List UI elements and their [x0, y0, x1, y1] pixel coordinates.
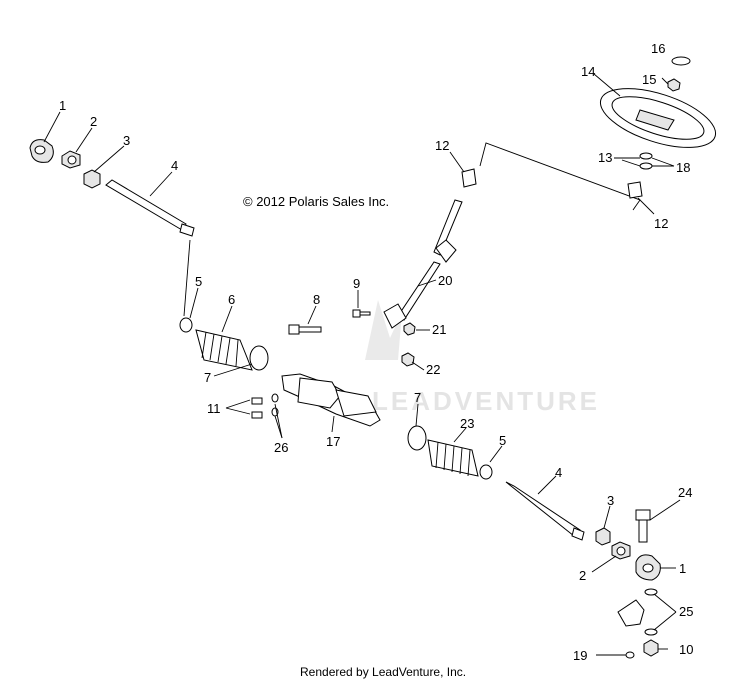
part-cap-16	[671, 56, 691, 66]
watermark-logo: LEADVENTURE	[365, 300, 600, 416]
part-boot-right	[427, 439, 479, 477]
callout-7: 7	[204, 370, 211, 385]
part-nut-left	[83, 169, 101, 189]
callout-4-right: 4	[555, 465, 562, 480]
part-clamp-right	[479, 464, 493, 480]
callout-8: 8	[313, 292, 320, 307]
footer-credit: Rendered by LeadVenture, Inc.	[300, 665, 466, 679]
callout-5: 5	[195, 274, 202, 289]
part-rack-housing	[281, 373, 381, 427]
part-bolt-8	[288, 324, 322, 335]
callout-19: 19	[573, 648, 587, 663]
part-clamp-left	[179, 317, 193, 333]
callout-23: 23	[460, 416, 474, 431]
callout-10: 10	[679, 642, 693, 657]
callout-1: 1	[59, 98, 66, 113]
callout-17: 17	[326, 434, 340, 449]
callout-26: 26	[274, 440, 288, 455]
callout-7-right: 7	[414, 390, 421, 405]
callout-14: 14	[581, 64, 595, 79]
callout-12-top: 12	[435, 138, 449, 153]
part-washer-18	[639, 162, 653, 170]
part-cotter-pin	[596, 651, 635, 659]
part-washer-13	[639, 152, 653, 160]
callout-9: 9	[353, 276, 360, 291]
part-bolt-24	[635, 509, 651, 543]
callout-22: 22	[426, 362, 440, 377]
callouts: 1 2 3 4 5 6 7 8 9 11 26 17 22 21 20 12 1…	[59, 41, 693, 663]
copyright-note: © 2012 Polaris Sales Inc.	[243, 194, 389, 209]
callout-13: 13	[598, 150, 612, 165]
callout-16: 16	[651, 41, 665, 56]
leader-lines	[43, 73, 681, 650]
part-nut-22	[401, 352, 415, 367]
part-jam-nut-right	[611, 541, 631, 560]
callout-6: 6	[228, 292, 235, 307]
callout-5-right: 5	[499, 433, 506, 448]
part-bracket	[617, 599, 645, 627]
callout-3: 3	[123, 133, 130, 148]
part-bushing-12-top	[461, 168, 477, 188]
callout-1-right: 1	[679, 561, 686, 576]
part-inner-tie-rod-right	[505, 481, 585, 541]
part-washer-26a	[271, 393, 279, 403]
part-inner-tie-rod-left	[105, 179, 195, 237]
part-tie-rod-end-right	[635, 554, 661, 581]
part-washer-25b	[644, 628, 658, 636]
part-boot-left	[195, 329, 253, 371]
callout-2: 2	[90, 114, 97, 129]
part-clamp-7-left	[249, 345, 269, 371]
part-nut-15	[667, 78, 681, 92]
callout-12-right: 12	[654, 216, 668, 231]
callout-2-right: 2	[579, 568, 586, 583]
callout-18: 18	[676, 160, 690, 175]
part-steering-wheel	[599, 88, 717, 148]
part-nut-10	[643, 639, 659, 657]
part-steering-shaft	[383, 199, 463, 329]
part-nut-right	[595, 527, 611, 546]
callout-15: 15	[642, 72, 656, 87]
callout-25: 25	[679, 604, 693, 619]
part-bushing-12-right	[627, 181, 643, 199]
callout-11: 11	[207, 401, 221, 416]
callout-3-right: 3	[607, 493, 614, 508]
part-tie-rod-end-left	[29, 139, 54, 163]
part-nut-21	[403, 322, 416, 336]
callout-4: 4	[171, 158, 178, 173]
part-clamp-7-right	[407, 425, 427, 451]
watermark-text: LEADVENTURE	[372, 386, 600, 416]
callout-21: 21	[432, 322, 446, 337]
part-washer-25a	[644, 588, 658, 596]
part-jam-nut-left	[61, 150, 81, 169]
callout-20: 20	[438, 273, 452, 288]
callout-24: 24	[678, 485, 692, 500]
part-bolt-11a	[251, 397, 263, 405]
part-bolt-11b	[251, 411, 263, 419]
part-bolt-9	[352, 309, 371, 318]
